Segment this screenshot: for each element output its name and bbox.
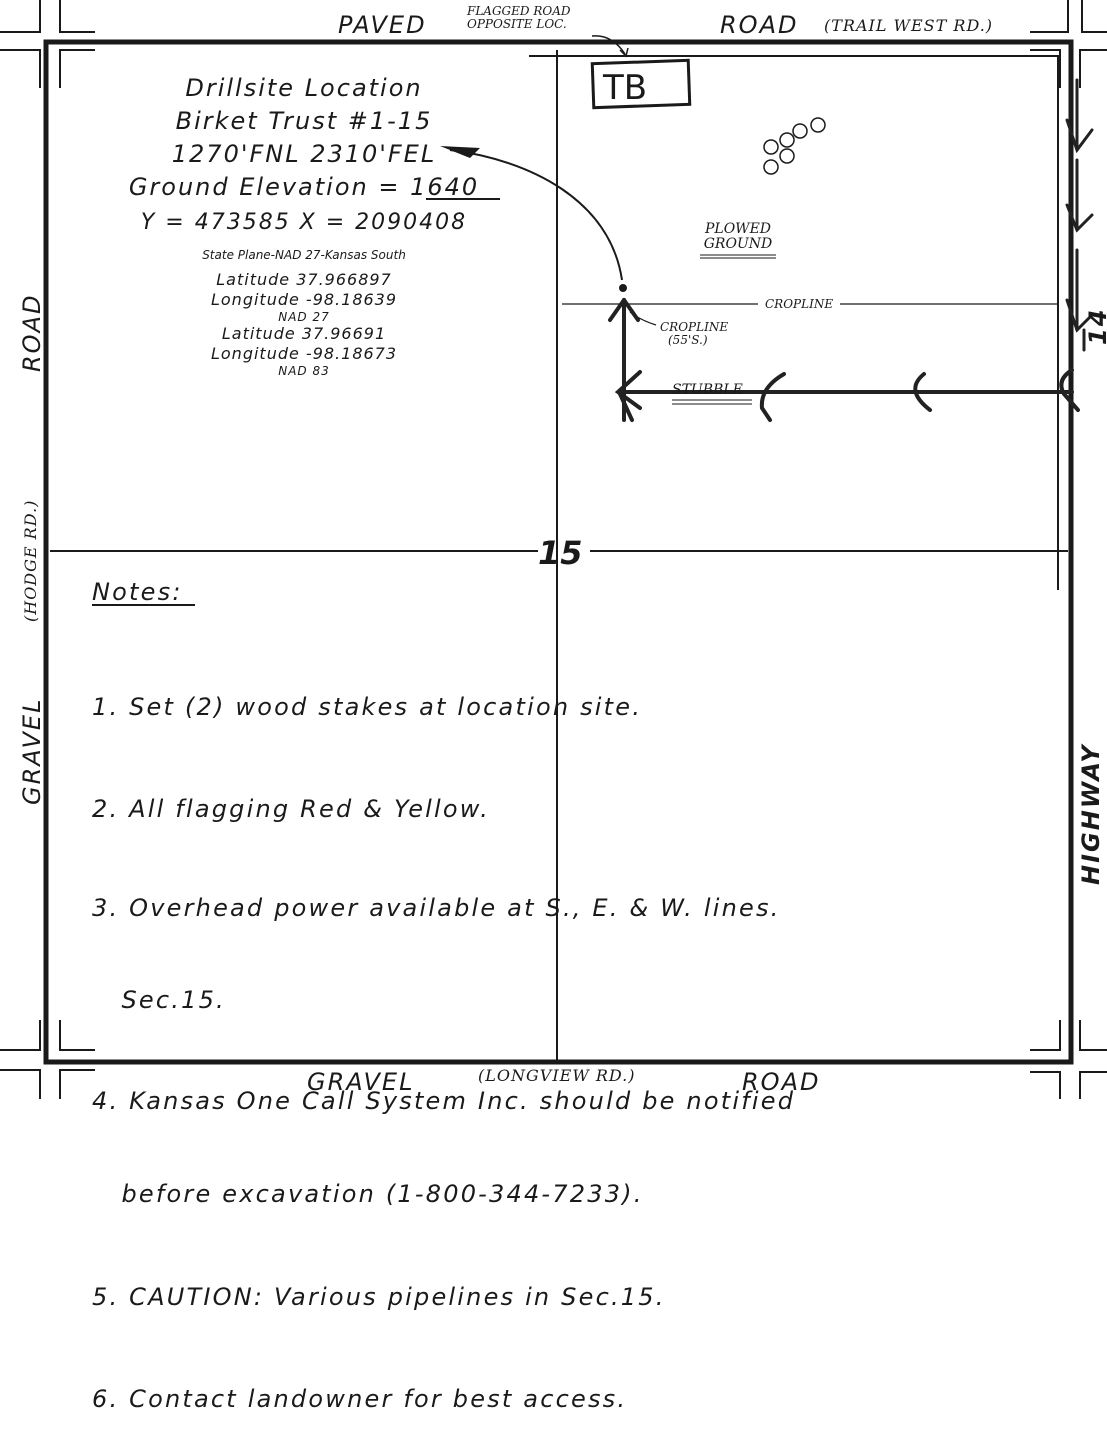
left-road-gravel: GRAVEL [18,697,46,805]
tb-mark: TB [603,68,648,108]
note-item: 2. All flagging Red & Yellow. [92,795,490,823]
left-road-road: ROAD [18,293,46,372]
plowed-label-line2: GROUND [703,236,773,252]
nad83-label: NAD 83 [278,364,330,378]
bottom-road-gravel: GRAVEL [307,1068,415,1096]
lat-nad83: Latitude 37.96691 [221,324,387,343]
lat-nad27: Latitude 37.966897 [216,270,392,289]
note-item: 5. CAUTION: Various pipelines in Sec.15. [92,1283,666,1311]
cropline-note: CROPLINE (55'S.) [660,321,728,347]
drillsite-coords: Y = 473585 X = 2090408 [140,210,468,235]
flagged-road-note-line2: OPPOSITE LOC. [467,17,567,31]
drillsite-elevation: Ground Elevation = 1640 [104,171,504,204]
cropline-label: CROPLINE [765,297,834,311]
cropline-note-line2: (55'S.) [668,333,708,347]
plowed-label-line1: PLOWED [704,221,772,237]
access-route [608,298,1080,422]
flagged-road-note: FLAGGED ROAD OPPOSITE LOC. [467,5,571,31]
section-number: 15 [538,534,583,572]
drillsite-info-block: Drillsite Location Birket Trust #1-15 12… [104,72,504,204]
drillsite-title: Drillsite Location [185,74,423,102]
corner-ticks [0,0,1107,1099]
bottom-road-name: (LONGVIEW RD.) [478,1066,636,1085]
top-road-paved: PAVED [338,11,427,39]
drillsite-footage: 1270'FNL 2310'FEL [171,140,437,168]
drillsite-datum: State Plane-NAD 27-Kansas South [202,248,406,262]
elevation-label: Ground Elevation = [128,173,411,201]
left-road-name: (HODGE RD.) [21,499,40,622]
right-road-highway: HIGHWAY [1077,743,1105,885]
lon-nad83: Longitude -98.18673 [210,344,398,363]
note-item: 6. Contact landowner for best access. [92,1385,628,1413]
well-location-dot [619,284,627,292]
lon-nad27: Longitude -98.18639 [210,290,398,309]
flagged-road-note-line1: FLAGGED ROAD [467,4,571,18]
section-plat-drawing [0,0,1107,1099]
notes-list: 1. Set (2) wood stakes at location site.… [92,622,795,1450]
nad27-label: NAD 27 [278,310,330,324]
right-highway-number: 14 [1084,307,1107,345]
note-item: 3. Overhead power available at S., E. & … [92,894,781,922]
tb-box [590,58,692,110]
plowed-ground-label: PLOWED GROUND [694,222,782,252]
cropline-note-line1: CROPLINE [660,320,729,334]
note-item: Sec.15. [92,986,226,1014]
latlon-block: Latitude 37.966897 Longitude -98.18639 N… [104,270,504,378]
location-arrow [449,149,623,281]
notes-heading: Notes: [92,578,183,606]
bottom-road-road: ROAD [742,1068,821,1096]
note-item: 1. Set (2) wood stakes at location site. [92,693,643,721]
trees-symbol [763,117,826,175]
drillsite-lease: Birket Trust #1-15 [175,107,433,135]
note-item: 4. Kansas One Call System Inc. should be… [92,1087,796,1115]
note-item: before excavation (1-800-344-7233). [92,1180,644,1208]
elevation-value: 1640 [410,173,480,201]
top-road-name: (TRAIL WEST RD.) [824,16,994,35]
highway-arrows [1065,78,1094,352]
section-border [43,39,1074,1065]
stubble-label: STUBBLE [672,382,743,398]
top-road-road: ROAD [720,11,799,39]
